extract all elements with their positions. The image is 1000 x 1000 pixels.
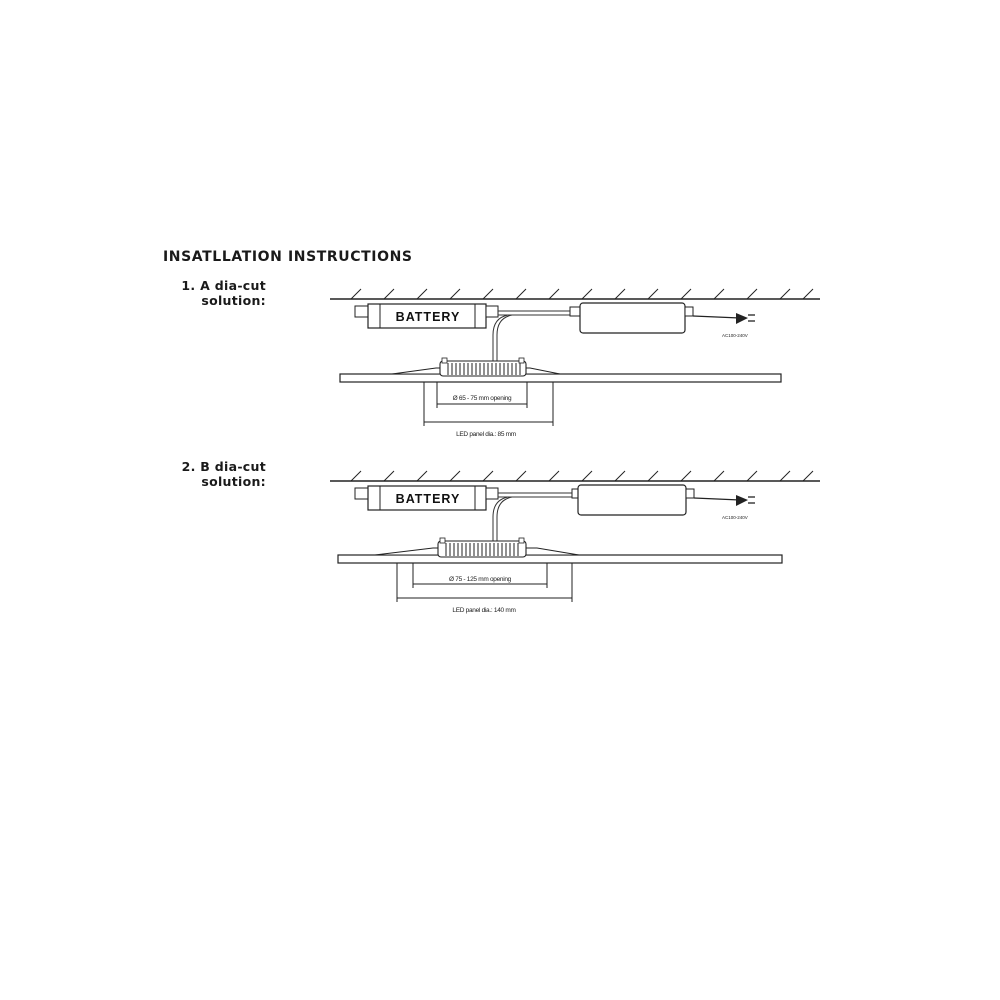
battery-pack-b: BATTERY <box>354 485 499 511</box>
panel-dimension-a <box>423 382 554 426</box>
ceiling-board-b <box>337 554 783 564</box>
battery-connector-right-a <box>485 305 499 318</box>
wiring-a <box>492 310 570 363</box>
ceiling-hatching-b <box>350 470 814 482</box>
driver-box-a <box>569 302 694 334</box>
battery-label-b: BATTERY <box>396 492 461 506</box>
led-fins-b <box>445 543 519 556</box>
section-b-number: 2. B dia-cut <box>181 459 266 474</box>
diagram-a: BATTERY AC100-240V <box>330 288 820 438</box>
ceiling-board-a <box>339 373 782 383</box>
power-plug-b: AC100-240V <box>693 495 755 520</box>
battery-label-a: BATTERY <box>396 310 461 324</box>
opening-label-a: Ø 65 - 75 mm opening <box>453 395 512 402</box>
section-a-solution: solution: <box>201 293 266 308</box>
panel-label-b: LED panel dia.: 140 mm <box>452 607 515 614</box>
section-a-number: 1. A dia-cut <box>181 278 266 293</box>
opening-label-b: Ø 75 - 125 mm opening <box>449 576 512 583</box>
opening-dimension-a <box>436 382 528 408</box>
battery-connector-left-b <box>354 487 369 500</box>
opening-dimension-b <box>412 563 548 588</box>
power-plug-a: AC100-240V <box>692 313 755 338</box>
power-label-a: AC100-240V <box>722 333 748 338</box>
driver-box-b <box>571 484 695 516</box>
section-b-label: 2. B dia-cut solution: <box>146 459 266 489</box>
diagram-b: BATTERY AC100-240V <box>330 470 820 614</box>
battery-pack-a: BATTERY <box>354 303 499 329</box>
ceiling-hatching-a <box>350 288 814 300</box>
led-panel-b <box>374 537 580 558</box>
battery-connector-left-a <box>354 305 369 318</box>
panel-label-a: LED panel dia.: 85 mm <box>456 431 516 438</box>
power-label-b: AC100-240V <box>722 515 748 520</box>
led-fins-a <box>447 363 521 375</box>
page-title: INSATLLATION INSTRUCTIONS <box>163 249 413 265</box>
section-b-solution: solution: <box>201 474 266 489</box>
battery-connector-right-b <box>485 487 499 500</box>
section-a-label: 1. A dia-cut solution: <box>146 278 266 308</box>
wiring-b <box>492 492 575 543</box>
led-panel-a <box>391 357 561 377</box>
panel-dimension-b <box>396 563 573 602</box>
